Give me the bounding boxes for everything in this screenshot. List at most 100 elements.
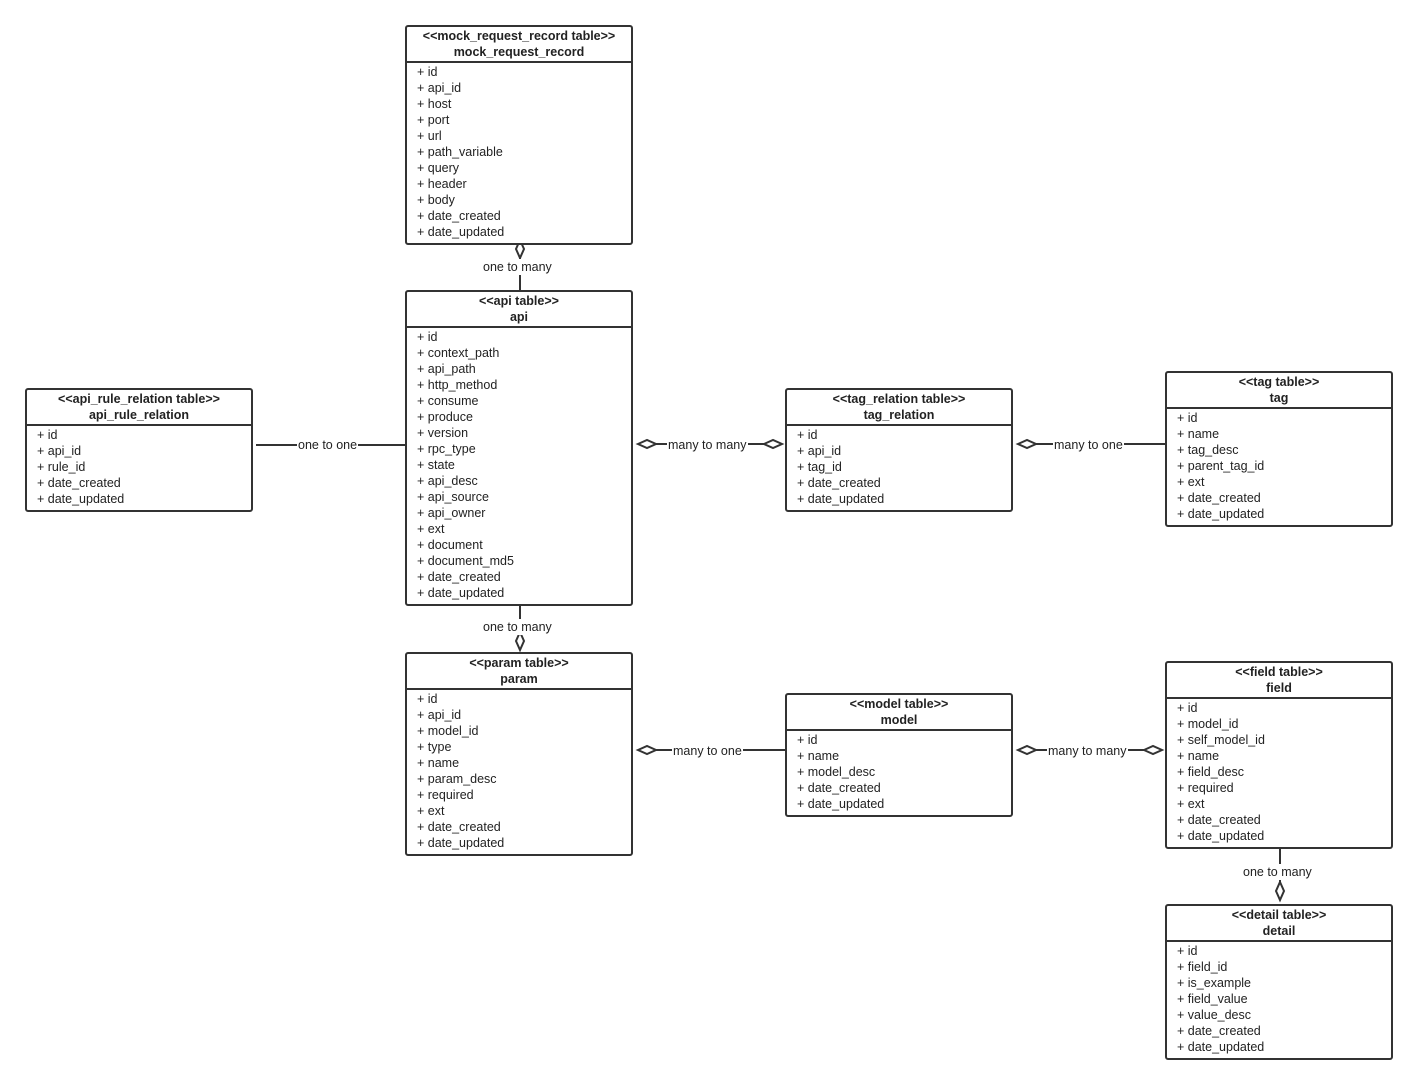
aggregation-diamond [761, 438, 785, 450]
table-header: <<api_rule_relation table>> api_rule_rel… [27, 390, 251, 426]
table-stereotype: <<param table>> [469, 656, 569, 670]
table-field: + ext [417, 522, 445, 536]
table-stereotype: <<detail table>> [1231, 908, 1327, 922]
aggregation-diamond [635, 744, 659, 756]
table-field: + url [417, 129, 442, 143]
table-field: + query [417, 161, 460, 175]
table-field: + rule_id [37, 460, 86, 474]
table-field: + date_updated [1177, 829, 1265, 843]
table-field: + ext [1177, 797, 1205, 811]
table-name: detail [1262, 924, 1296, 938]
table-header: <<api table>> api [407, 292, 631, 328]
table-field: + id [1177, 411, 1198, 425]
table-field: + api_id [417, 708, 462, 722]
table-name: api [509, 310, 529, 324]
table-header: <<mock_request_record table>> mock_reque… [407, 27, 631, 63]
table-name: tag [1269, 391, 1289, 405]
table-mock-request-record: <<mock_request_record table>> mock_reque… [405, 25, 633, 245]
table-field: + id [797, 733, 818, 747]
table-stereotype: <<field table>> [1235, 665, 1323, 679]
table-field: + date_created [1177, 1024, 1261, 1038]
table-field: + name [1177, 427, 1220, 441]
table-header: <<model table>> model [787, 695, 1011, 731]
aggregation-diamond [635, 438, 659, 450]
table-field: + date_created [417, 209, 501, 223]
table-field: + required [417, 788, 474, 802]
table-field: + model_desc [797, 765, 876, 779]
table-name: param [500, 672, 538, 686]
table-field: + self_model_id [1177, 733, 1265, 747]
table-field: + is_example [1177, 976, 1251, 990]
table-field: + http_method [417, 378, 498, 392]
table-field: + api_source [417, 490, 489, 504]
table-tag-relation: <<tag_relation table>> tag_relation + id… [785, 388, 1013, 512]
table-field: + api_path [417, 362, 476, 376]
table-field: + value_desc [1177, 1008, 1252, 1022]
table-field: + date_created [1177, 491, 1261, 505]
table-field: + id [37, 428, 58, 442]
table-header: <<field table>> field [1167, 663, 1391, 699]
table-field: + state [417, 458, 455, 472]
table-field: + host [417, 97, 452, 111]
table-param: <<param table>> param + id+ api_id+ mode… [405, 652, 633, 856]
table-field: + api_id [417, 81, 462, 95]
table-field: + type [417, 740, 452, 754]
table-field: + date_created [1177, 813, 1261, 827]
table-field: + date_updated [1177, 507, 1265, 521]
table-name: mock_request_record [453, 45, 585, 59]
relation-label: many to one [672, 743, 743, 759]
table-field: + path_variable [417, 145, 503, 159]
table-field: + version [417, 426, 469, 440]
table-field: + id [417, 65, 438, 79]
aggregation-diamond [1274, 879, 1286, 903]
table-name: api_rule_relation [88, 408, 190, 422]
table-field: + context_path [417, 346, 500, 360]
field-list: + id+ api_id+ tag_id+ date_created+ date… [787, 426, 1011, 510]
table-field: + ext [417, 804, 445, 818]
field-list: + id+ context_path+ api_path+ http_metho… [407, 328, 631, 604]
table-field: + port [417, 113, 450, 127]
table-stereotype: <<api_rule_relation table>> [58, 392, 220, 406]
table-field: + tag_id [797, 460, 842, 474]
table-field: + date_updated [797, 797, 885, 811]
table-stereotype: <<tag table>> [1238, 375, 1320, 389]
aggregation-diamond [514, 629, 526, 653]
field-list: + id+ api_id+ rule_id+ date_created+ dat… [27, 426, 251, 510]
field-list: + id+ api_id+ model_id+ type+ name+ para… [407, 690, 631, 854]
table-stereotype: <<model table>> [849, 697, 949, 711]
table-field: + model_id [1177, 717, 1239, 731]
table-field: + name [1177, 749, 1220, 763]
table-field: + api_desc [417, 474, 478, 488]
aggregation-diamond [1015, 744, 1039, 756]
table-tag: <<tag table>> tag + id + name + tag_desc + … [1165, 371, 1393, 527]
field-list: + id+ name+ tag_desc+ parent_tag_id+ ext… [1167, 409, 1391, 525]
table-header: <<detail table>> detail [1167, 906, 1391, 942]
table-field: + model_id [417, 724, 479, 738]
aggregation-diamond [1015, 438, 1039, 450]
table-field: + header [417, 177, 467, 191]
table-field: + required [1177, 781, 1234, 795]
table-field: + date_updated [37, 492, 125, 506]
table-field: + name [417, 756, 460, 770]
relation-label: one to many [482, 259, 553, 275]
table-field: + date_updated [797, 492, 885, 506]
table-field: + name [797, 749, 840, 763]
table-stereotype: <<mock_request_record table>> [422, 29, 616, 43]
relation-label: one to many [482, 619, 553, 635]
table-field: + id [1177, 944, 1198, 958]
table-field: + field_desc [1177, 765, 1245, 779]
table-field: + date_created [797, 476, 881, 490]
aggregation-diamond [1141, 744, 1165, 756]
table-field: + produce [417, 410, 473, 424]
table-model: <<model table>> model + id + name + model_… [785, 693, 1013, 817]
table-field: + param_desc [417, 772, 497, 786]
table-field: + consume [417, 394, 479, 408]
table-field: + tag_desc [1177, 443, 1239, 457]
table-field: + rpc_type [417, 442, 476, 456]
table-field: <<field table>> field + id+ model_id+ se… [1165, 661, 1393, 849]
table-field: + date_updated [417, 836, 505, 850]
table-header: <<param table>> param [407, 654, 631, 690]
table-field: + date_updated [417, 225, 505, 239]
table-field: + field_value [1177, 992, 1248, 1006]
table-field: + date_created [417, 570, 501, 584]
